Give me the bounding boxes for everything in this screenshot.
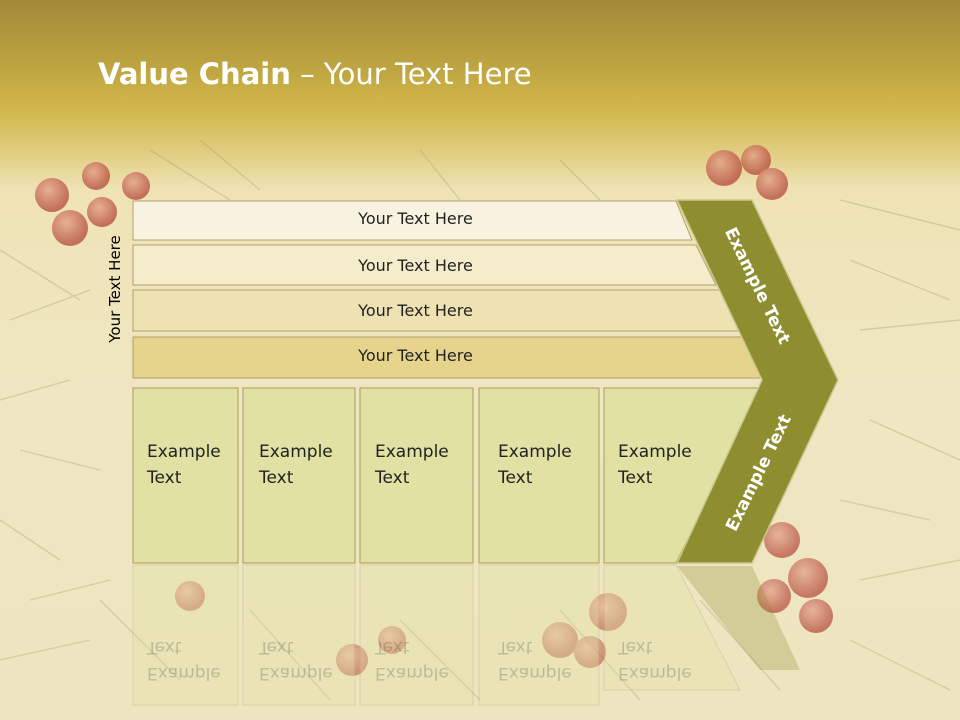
row-shape-1 bbox=[132, 200, 693, 241]
chevron-arrow bbox=[675, 199, 839, 564]
reflection-line2: Text bbox=[147, 637, 182, 657]
slide-title: Value Chain – Your Text Here bbox=[98, 52, 858, 96]
column-text-3: Example Text bbox=[375, 439, 449, 491]
side-label-text: Your Text Here bbox=[106, 235, 124, 343]
reflection-line1: Example bbox=[147, 663, 221, 683]
row-shapes bbox=[132, 200, 764, 379]
column-box-3 bbox=[359, 387, 474, 564]
column-reflection-text-2: Example Text bbox=[259, 634, 333, 686]
reflection-line1: Example bbox=[259, 663, 333, 683]
berry-cluster-bottom-right bbox=[757, 522, 833, 633]
column-reflection-text-1: Example Text bbox=[147, 634, 221, 686]
reflection-line1: Example bbox=[618, 663, 692, 683]
reflection-line1: Example bbox=[498, 663, 572, 683]
berry-cluster-top-right bbox=[706, 145, 788, 200]
column-box-4 bbox=[478, 387, 600, 564]
reflection-line1: Example bbox=[375, 663, 449, 683]
column-text-4: Example Text bbox=[498, 439, 572, 491]
column-text-2-line2: Text bbox=[259, 468, 294, 488]
row-label-3: Your Text Here bbox=[358, 301, 473, 320]
column-text-5: Example Text bbox=[618, 439, 692, 491]
column-box-2 bbox=[242, 387, 356, 564]
title-rest: – Your Text Here bbox=[290, 57, 532, 91]
column-reflections bbox=[132, 564, 741, 706]
column-text-5-line1: Example bbox=[618, 442, 692, 462]
column-text-4-line1: Example bbox=[498, 442, 572, 462]
column-text-1-line1: Example bbox=[147, 442, 221, 462]
column-text-2-line1: Example bbox=[259, 442, 333, 462]
row-label-1: Your Text Here bbox=[358, 209, 473, 228]
column-reflection-text-5: Example Text bbox=[618, 634, 692, 686]
berry-cluster-top-left bbox=[35, 162, 150, 246]
reflection-line2: Text bbox=[618, 637, 653, 657]
chevron-reflection bbox=[677, 566, 800, 670]
column-text-1: Example Text bbox=[147, 439, 221, 491]
row-label-2: Your Text Here bbox=[358, 256, 473, 275]
reflection-line2: Text bbox=[498, 637, 533, 657]
column-text-1-line2: Text bbox=[147, 468, 182, 488]
column-text-3-line1: Example bbox=[375, 442, 449, 462]
row-label-4: Your Text Here bbox=[358, 346, 473, 365]
column-text-2: Example Text bbox=[259, 439, 333, 491]
column-reflection-text-4: Example Text bbox=[498, 634, 572, 686]
title-bold: Value Chain bbox=[98, 57, 291, 91]
column-box-1 bbox=[132, 387, 239, 564]
column-reflection-text-3: Example Text bbox=[375, 634, 449, 686]
column-text-4-line2: Text bbox=[498, 468, 533, 488]
column-boxes bbox=[132, 387, 763, 564]
row-shape-2 bbox=[132, 244, 717, 286]
reflection-line2: Text bbox=[375, 637, 410, 657]
reflection-line2: Text bbox=[259, 637, 294, 657]
column-text-5-line2: Text bbox=[618, 468, 653, 488]
berry-cluster-bottom-center bbox=[175, 581, 627, 676]
column-text-3-line2: Text bbox=[375, 468, 410, 488]
